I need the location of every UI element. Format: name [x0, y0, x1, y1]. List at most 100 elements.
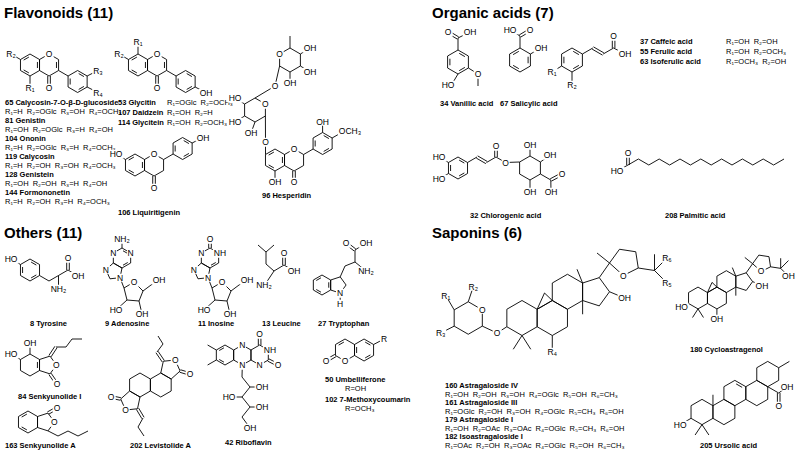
atom-label: O — [342, 239, 351, 248]
bond-line — [537, 293, 552, 309]
atom-label: HO — [228, 118, 243, 127]
substituent-list: R₁=OGlc R₂=OH R₃=OH R₄=OGlc R₅=CH₃ R₆=OH — [445, 408, 624, 416]
bond-line — [150, 373, 171, 397]
atom-label: OH — [781, 272, 796, 281]
bond-line — [56, 62, 57, 68]
atom-label: O — [53, 404, 62, 413]
bond-line — [70, 78, 71, 84]
bond-line — [282, 157, 283, 163]
atom-label: OH — [710, 315, 725, 324]
compound-name: 11 Inosine — [198, 320, 234, 328]
bond-line — [780, 258, 781, 268]
bond-line — [450, 165, 451, 171]
atom-label: HO — [222, 393, 237, 402]
bond-line — [340, 266, 345, 277]
bond-line — [68, 431, 78, 436]
atom-label: R₂ — [113, 50, 124, 59]
bond-line — [242, 387, 250, 397]
atom-label: O — [322, 357, 331, 366]
section-heading: Organic acids (7) — [432, 5, 554, 20]
atom-label: O — [261, 138, 270, 147]
bond-line — [449, 59, 450, 66]
atom-label: R₆ — [661, 254, 673, 263]
bond-line — [138, 418, 143, 427]
bond-line — [476, 158, 486, 164]
bond-line — [520, 156, 541, 180]
atom-label: OH — [199, 88, 214, 97]
bond-line — [603, 48, 613, 54]
bond-line — [22, 267, 23, 273]
bond-line — [156, 353, 162, 362]
bond-line — [24, 70, 29, 73]
bond-line — [68, 71, 87, 93]
atom-label: O — [444, 28, 453, 37]
bond-line — [20, 54, 39, 76]
bond-line — [136, 409, 142, 418]
bond-line — [528, 57, 529, 64]
bond-line — [324, 148, 329, 151]
bond-line — [563, 57, 564, 64]
bond-line — [520, 36, 521, 48]
atom-label: O — [261, 100, 270, 109]
compound-name: 144 Formononetin — [5, 189, 70, 197]
bond-line — [130, 373, 151, 397]
bond-line — [478, 156, 488, 162]
compound-name: 67 Salicylic acid — [500, 100, 558, 108]
atom-label: HO — [432, 153, 447, 162]
bond-line — [142, 162, 143, 168]
atom-label: O — [206, 235, 215, 244]
bond-line — [448, 50, 469, 74]
atom-label: HO — [503, 26, 518, 35]
atom-label: OH — [780, 382, 795, 391]
bond-line — [562, 48, 583, 72]
bond-line — [178, 78, 179, 84]
atom-label: OH — [534, 44, 549, 53]
compound-name: 128 Genistein — [5, 171, 54, 179]
bond-line — [158, 336, 163, 344]
bond-line — [129, 170, 134, 173]
bond-line — [40, 276, 50, 282]
compound-name: 119 Calycosin — [5, 153, 55, 161]
bond-line — [724, 380, 746, 405]
atom-label: R₂ — [468, 283, 479, 292]
atom-label: O — [274, 361, 283, 370]
bond-line — [128, 54, 147, 76]
atom-label: O — [501, 158, 510, 167]
bond-line — [184, 153, 189, 156]
bond-line — [582, 48, 592, 54]
bond-line — [51, 348, 57, 357]
bond-line — [365, 342, 370, 345]
atom-label: O — [45, 50, 54, 59]
atom-label: OH — [755, 281, 770, 290]
compound-name: 160 Astragaloside IV — [445, 382, 518, 390]
atom-label: O — [171, 356, 180, 365]
compound-name: 65 Calycosin-7-O-β-D-glucoside — [5, 99, 118, 107]
atom-label: O — [153, 84, 162, 93]
section-heading: Others (11) — [4, 225, 82, 240]
substituent-list: R₁=OH R₂=H — [167, 109, 213, 117]
bond-line — [365, 355, 370, 358]
atom-label: O — [492, 142, 501, 151]
bond-line — [487, 157, 497, 163]
atom-label: O — [526, 26, 535, 35]
bond-line — [24, 57, 29, 60]
substituent-list: R₁=OGlc R₂=OCH₃ — [167, 99, 233, 107]
atom-label: R₁ — [132, 38, 143, 47]
bond-line — [781, 261, 789, 269]
compound-name: 8 Tyrosine — [30, 320, 67, 328]
bond-line — [164, 154, 174, 160]
bond-line — [745, 257, 753, 263]
bond-line — [507, 301, 537, 336]
bond-line — [328, 282, 329, 287]
bond-line — [736, 273, 753, 291]
bond-line — [78, 431, 88, 436]
atom-label: O — [130, 278, 139, 287]
bond-line — [48, 431, 58, 436]
bond-line — [689, 287, 708, 309]
bond-line — [208, 360, 217, 365]
bond-line — [31, 275, 36, 278]
compound-name: 37 Caffeic acid — [640, 38, 693, 46]
bond-line — [768, 387, 779, 393]
bond-line — [266, 264, 274, 271]
